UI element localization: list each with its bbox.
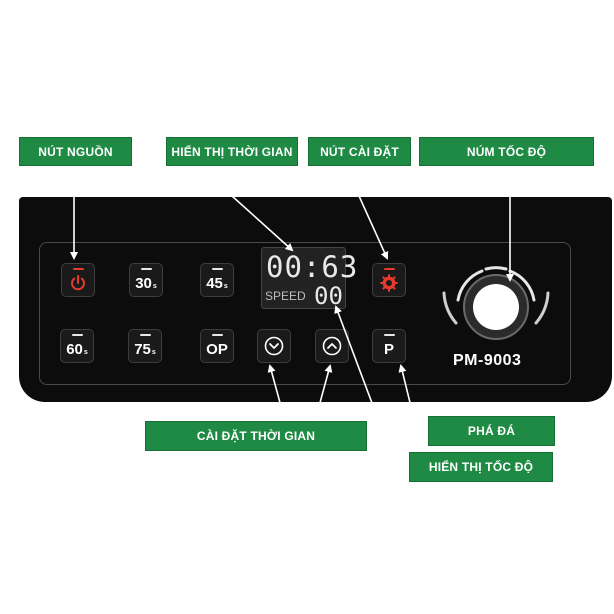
button-label: P bbox=[383, 340, 394, 358]
callout-power: NÚT NGUỒN bbox=[19, 137, 132, 166]
lcd-display: 00:63 SPEED 00 bbox=[261, 247, 357, 310]
time-up-button[interactable] bbox=[315, 329, 349, 363]
callout-time-display: HIỂN THỊ THỜI GIAN bbox=[166, 137, 298, 166]
button-label: 60 bbox=[66, 340, 83, 358]
chevron-up-icon bbox=[322, 336, 342, 356]
model-label: PM-9003 bbox=[453, 352, 522, 369]
indicator-led bbox=[73, 268, 84, 270]
power-icon bbox=[71, 274, 85, 290]
leader-speed-display bbox=[334, 305, 409, 468]
time-down-button[interactable] bbox=[257, 329, 291, 363]
leader-ice-crush bbox=[398, 364, 428, 432]
settings-gear-icon bbox=[380, 273, 398, 292]
callout-speed-display: HIỂN THỊ TỐC ĐỘ bbox=[409, 452, 553, 482]
unit-label: s bbox=[152, 282, 157, 290]
indicator-led bbox=[141, 268, 152, 270]
button-panel-frame bbox=[39, 242, 571, 385]
indicator-led bbox=[212, 268, 223, 270]
unit-label: s bbox=[151, 348, 156, 356]
leader-time-display bbox=[231, 166, 294, 252]
button-label: OP bbox=[206, 340, 228, 358]
speed-label: SPEED bbox=[265, 289, 306, 303]
indicator-led bbox=[72, 334, 83, 336]
callout-settings: NÚT CÀI ĐẶT bbox=[308, 137, 411, 166]
leader-time-up bbox=[314, 364, 333, 422]
button-label: 75 bbox=[134, 340, 151, 358]
indicator-led bbox=[384, 268, 395, 270]
speed-knob[interactable] bbox=[432, 255, 556, 355]
unit-label: s bbox=[223, 282, 228, 290]
chevron-down-icon bbox=[264, 336, 284, 356]
leader-settings bbox=[358, 166, 389, 260]
callout-speed-knob: NÚM TỐC ĐỘ bbox=[419, 137, 594, 166]
indicator-led bbox=[140, 334, 151, 336]
op-button[interactable]: OP bbox=[200, 329, 234, 363]
callout-time-setting: CÀI ĐẶT THỜI GIAN bbox=[145, 421, 367, 451]
indicator-led bbox=[212, 334, 223, 336]
leader-time-down bbox=[267, 364, 286, 422]
callout-ice-crush: PHÁ ĐÁ bbox=[428, 416, 555, 446]
settings-button[interactable] bbox=[372, 263, 406, 297]
button-label: 45 bbox=[206, 274, 223, 292]
ice-crush-button[interactable]: P bbox=[372, 329, 406, 363]
power-button[interactable] bbox=[61, 263, 95, 297]
unit-label: s bbox=[83, 348, 88, 356]
indicator-led bbox=[384, 334, 395, 336]
button-label: 30 bbox=[135, 274, 152, 292]
